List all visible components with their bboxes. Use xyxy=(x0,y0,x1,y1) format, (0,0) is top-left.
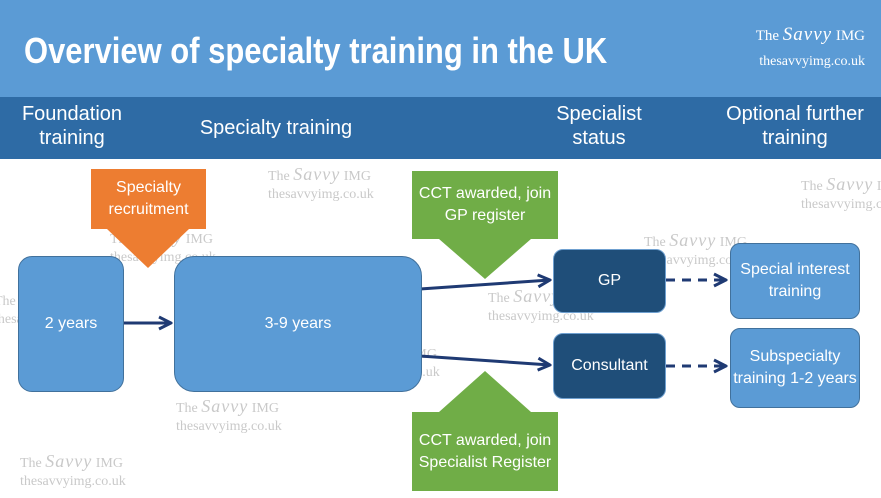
recruitment-callout-shape xyxy=(91,169,206,268)
recruitment-callout-text: Specialty recruitment xyxy=(108,179,189,218)
gp-box: GP xyxy=(553,249,666,313)
cct-specialist-callout-shape xyxy=(412,371,558,491)
cct-gp-callout-text: CCT awarded, join GP register xyxy=(418,185,552,224)
phase-optional: Optional further training xyxy=(726,103,864,149)
specialty-years-box: 3-9 years xyxy=(174,256,422,392)
subspecialty-box: Subspecialty training 1-2 years xyxy=(730,328,860,408)
phase-foundation: Foundation training xyxy=(21,103,123,149)
cct-gp-callout-shape xyxy=(412,171,558,279)
page-title: Overview of specialty training in the UK xyxy=(24,30,608,71)
consultant-box: Consultant xyxy=(553,333,666,399)
cct-specialist-callout-text: CCT awarded, join Specialist Register xyxy=(418,432,552,471)
brand-logo: The Savvy IMG thesavvyimg.co.uk xyxy=(756,24,865,70)
brand-pre: The xyxy=(755,28,780,44)
brand-savvy: Savvy xyxy=(782,24,833,45)
foundation-years-box: 2 years xyxy=(18,256,124,392)
phase-bar xyxy=(0,97,881,159)
special-interest-box: Special interest training xyxy=(730,243,860,319)
header-bar xyxy=(0,0,881,97)
arrow-to-consultant xyxy=(419,354,550,365)
arrow-to-gp xyxy=(419,280,550,291)
phase-specialty: Specialty training xyxy=(199,117,353,139)
brand-post: IMG xyxy=(835,28,865,44)
phase-specialist: Specialist status xyxy=(556,103,642,149)
brand-url: thesavvyimg.co.uk xyxy=(759,54,865,69)
